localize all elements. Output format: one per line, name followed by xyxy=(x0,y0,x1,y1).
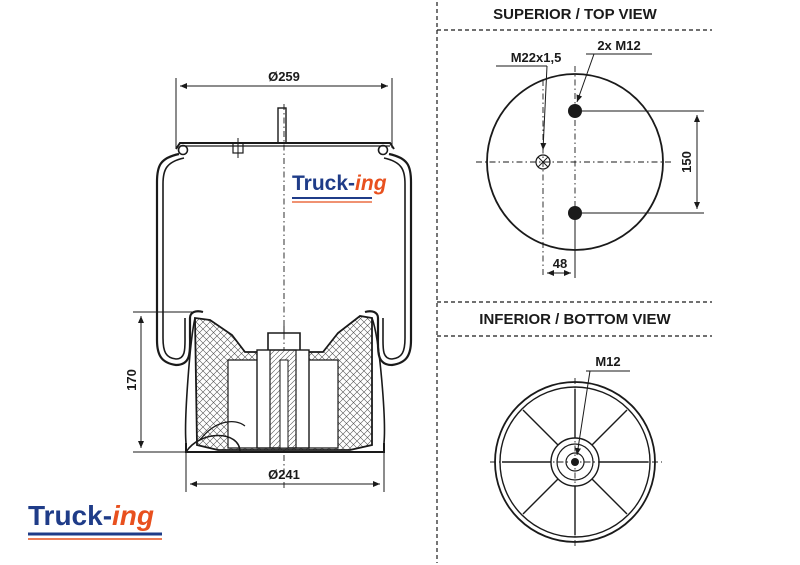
svg-text:Truck-ing: Truck-ing xyxy=(28,500,154,531)
top-view-dim-offset: 48 xyxy=(553,256,567,271)
bottom-view-title: INFERIOR / BOTTOM VIEW xyxy=(479,311,671,328)
side-view: Truck-ing Ø259 Ø241 170 xyxy=(124,69,413,492)
view-separators xyxy=(436,2,712,563)
top-view-center-thread: M22x1,5 xyxy=(511,50,562,65)
brand-logo-main: Truck- xyxy=(28,500,112,531)
center-thread xyxy=(535,154,551,170)
body-logo-main: Truck- xyxy=(292,172,355,195)
body-logo-accent: ing xyxy=(355,172,387,195)
piston xyxy=(184,315,386,453)
top-view-title: SUPERIOR / TOP VIEW xyxy=(493,6,657,23)
top-view-stud-thread: 2x M12 xyxy=(597,38,640,53)
stud-upper xyxy=(568,104,582,118)
brand-logo-accent: ing xyxy=(112,500,154,531)
brand-logo: Truck-ing xyxy=(28,500,162,540)
top-view-dim-vertical: 150 xyxy=(679,151,694,173)
bottom-view-thread-hole xyxy=(571,458,579,466)
dim-top-diameter-label: Ø259 xyxy=(268,69,300,84)
top-plate xyxy=(175,107,395,158)
top-view: SUPERIOR / TOP VIEW M22x1,5 2x M12 150 xyxy=(476,6,704,278)
bottom-view-hub xyxy=(550,437,600,487)
dim-height: 170 xyxy=(124,311,195,453)
bottom-view: INFERIOR / BOTTOM VIEW M12 xyxy=(479,311,672,548)
dim-bottom-diameter-label: Ø241 xyxy=(268,467,300,482)
dim-top-diameter: Ø259 xyxy=(175,69,393,148)
dim-height-label: 170 xyxy=(124,369,139,391)
bottom-view-ribs xyxy=(502,389,648,535)
bellows xyxy=(155,152,413,367)
stud-lower xyxy=(568,206,582,220)
dim-bottom-diameter: Ø241 xyxy=(185,452,385,492)
bottom-view-thread: M12 xyxy=(595,354,620,369)
svg-text:Truck-ing: Truck-ing xyxy=(292,172,387,195)
